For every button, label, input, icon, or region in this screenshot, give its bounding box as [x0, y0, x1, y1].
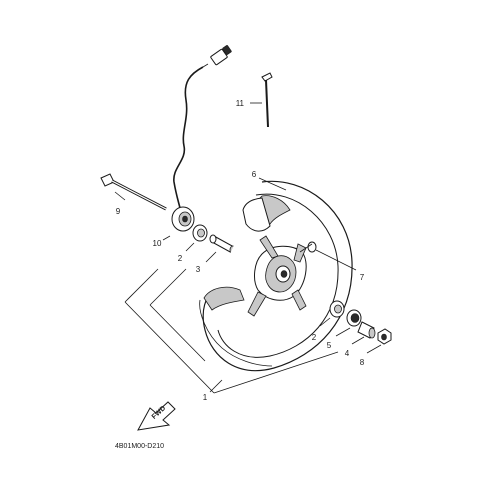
callout-2-right: 2	[312, 333, 317, 342]
part-10-gear-unit: 10	[153, 206, 195, 248]
part-2-bearing-left: 2	[178, 224, 208, 263]
callout-3: 3	[196, 265, 201, 274]
speed-sensor-cable	[173, 45, 232, 209]
part-9-axle: 9	[100, 173, 167, 216]
callout-8: 8	[360, 358, 365, 367]
part-11-strap: 11	[236, 72, 273, 128]
callout-5: 5	[327, 341, 332, 350]
callout-1: 1	[203, 393, 208, 402]
part-4-collar: 4	[345, 321, 376, 358]
callout-7: 7	[360, 273, 365, 282]
assembly-bracket-lines	[124, 268, 339, 394]
callout-2-left: 2	[178, 254, 183, 263]
callout-10: 10	[153, 239, 162, 248]
part-6-tire-label: 6	[252, 170, 287, 191]
callout-6: 6	[252, 170, 257, 179]
part-2-bearing-right: 2	[312, 300, 345, 342]
callout-11: 11	[236, 99, 245, 108]
wheel-hub	[247, 235, 317, 317]
part-1-wheel: 1	[199, 180, 353, 402]
callout-4: 4	[345, 349, 350, 358]
fwd-arrow-icon: FWD	[137, 401, 176, 431]
part-8-nut: 8	[360, 328, 392, 367]
part-5-seal: 5	[327, 309, 362, 350]
connector-plug	[202, 45, 232, 68]
diagram-code: 4B01M00-D210	[115, 443, 164, 450]
callout-9: 9	[116, 207, 121, 216]
part-7-label: 7	[315, 249, 365, 282]
